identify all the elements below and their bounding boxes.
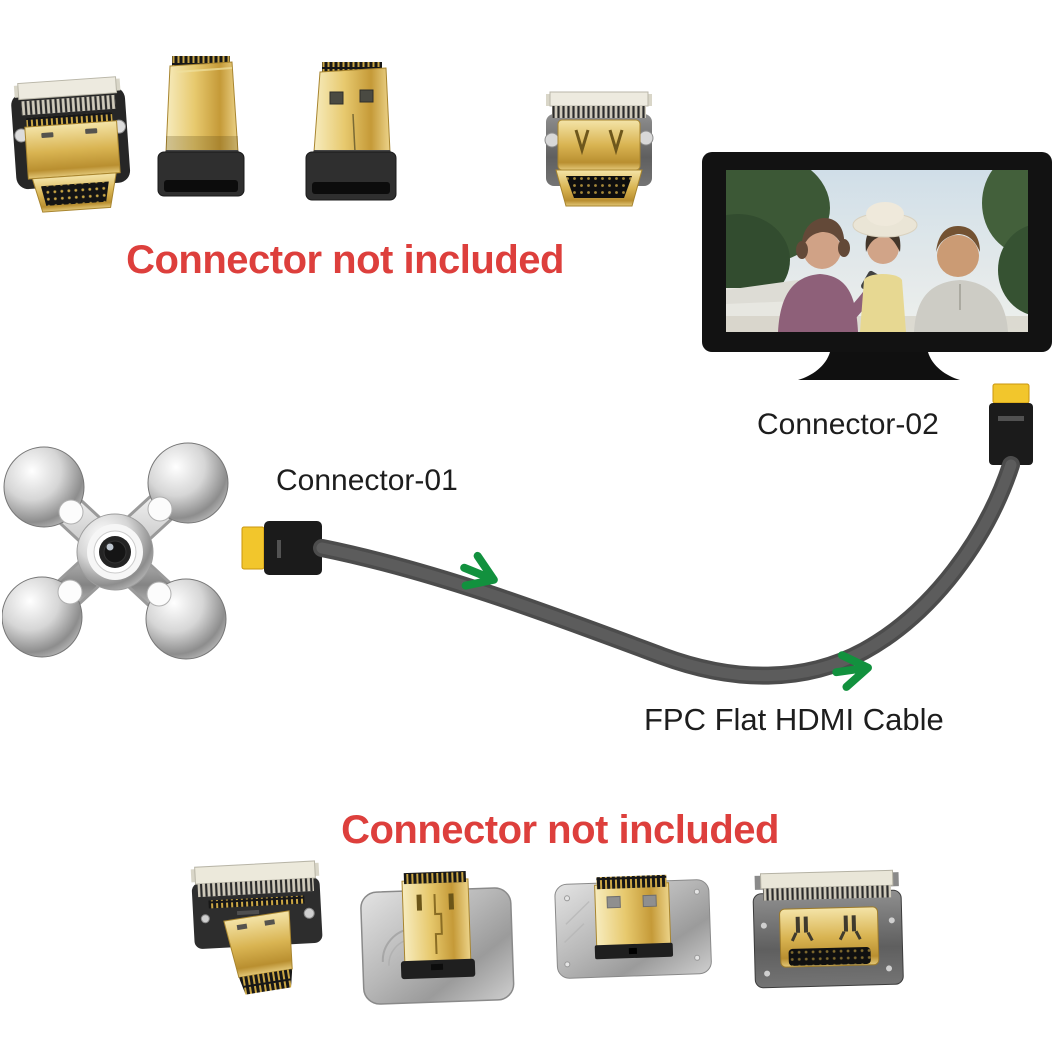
tv-screen <box>726 170 1028 332</box>
hdmi-straight-plug-front-photo <box>157 56 245 197</box>
hdmi-straight-plug-back-photo <box>305 62 397 201</box>
hdmi-right-angle-plug-photo <box>11 76 131 213</box>
mini-hdmi-plug-on-plate-back-photo <box>554 874 712 979</box>
connector-01-mini-plug <box>241 521 322 575</box>
drone-quadcopter-top-view <box>2 442 229 660</box>
connector-01-label: Connector-01 <box>276 464 458 497</box>
mini-hdmi-right-angle-plug-on-pcb-photo <box>190 860 323 995</box>
notice-connector-not-included-top: Connector not included <box>126 238 564 282</box>
notice-connector-not-included-bottom: Connector not included <box>341 808 779 852</box>
connector-02-mini-plug <box>989 383 1033 465</box>
connector-02-label: Connector-02 <box>757 408 939 441</box>
flow-arrow-icon-2 <box>832 651 872 691</box>
tv-with-family-photo <box>702 152 1052 380</box>
mini-hdmi-plug-on-plate-front-photo <box>360 870 515 1005</box>
connector-01-body <box>264 521 322 575</box>
mini-hdmi-female-socket-on-plate-photo <box>752 869 904 989</box>
flow-arrow-icon-1 <box>460 551 498 590</box>
cable-label: FPC Flat HDMI Cable <box>644 702 944 737</box>
drone-camera-lens <box>76 513 154 591</box>
hdmi-female-socket-photo <box>544 91 654 207</box>
fpc-flat-hdmi-cable-curve <box>313 456 1020 691</box>
tv-stand <box>798 352 960 380</box>
